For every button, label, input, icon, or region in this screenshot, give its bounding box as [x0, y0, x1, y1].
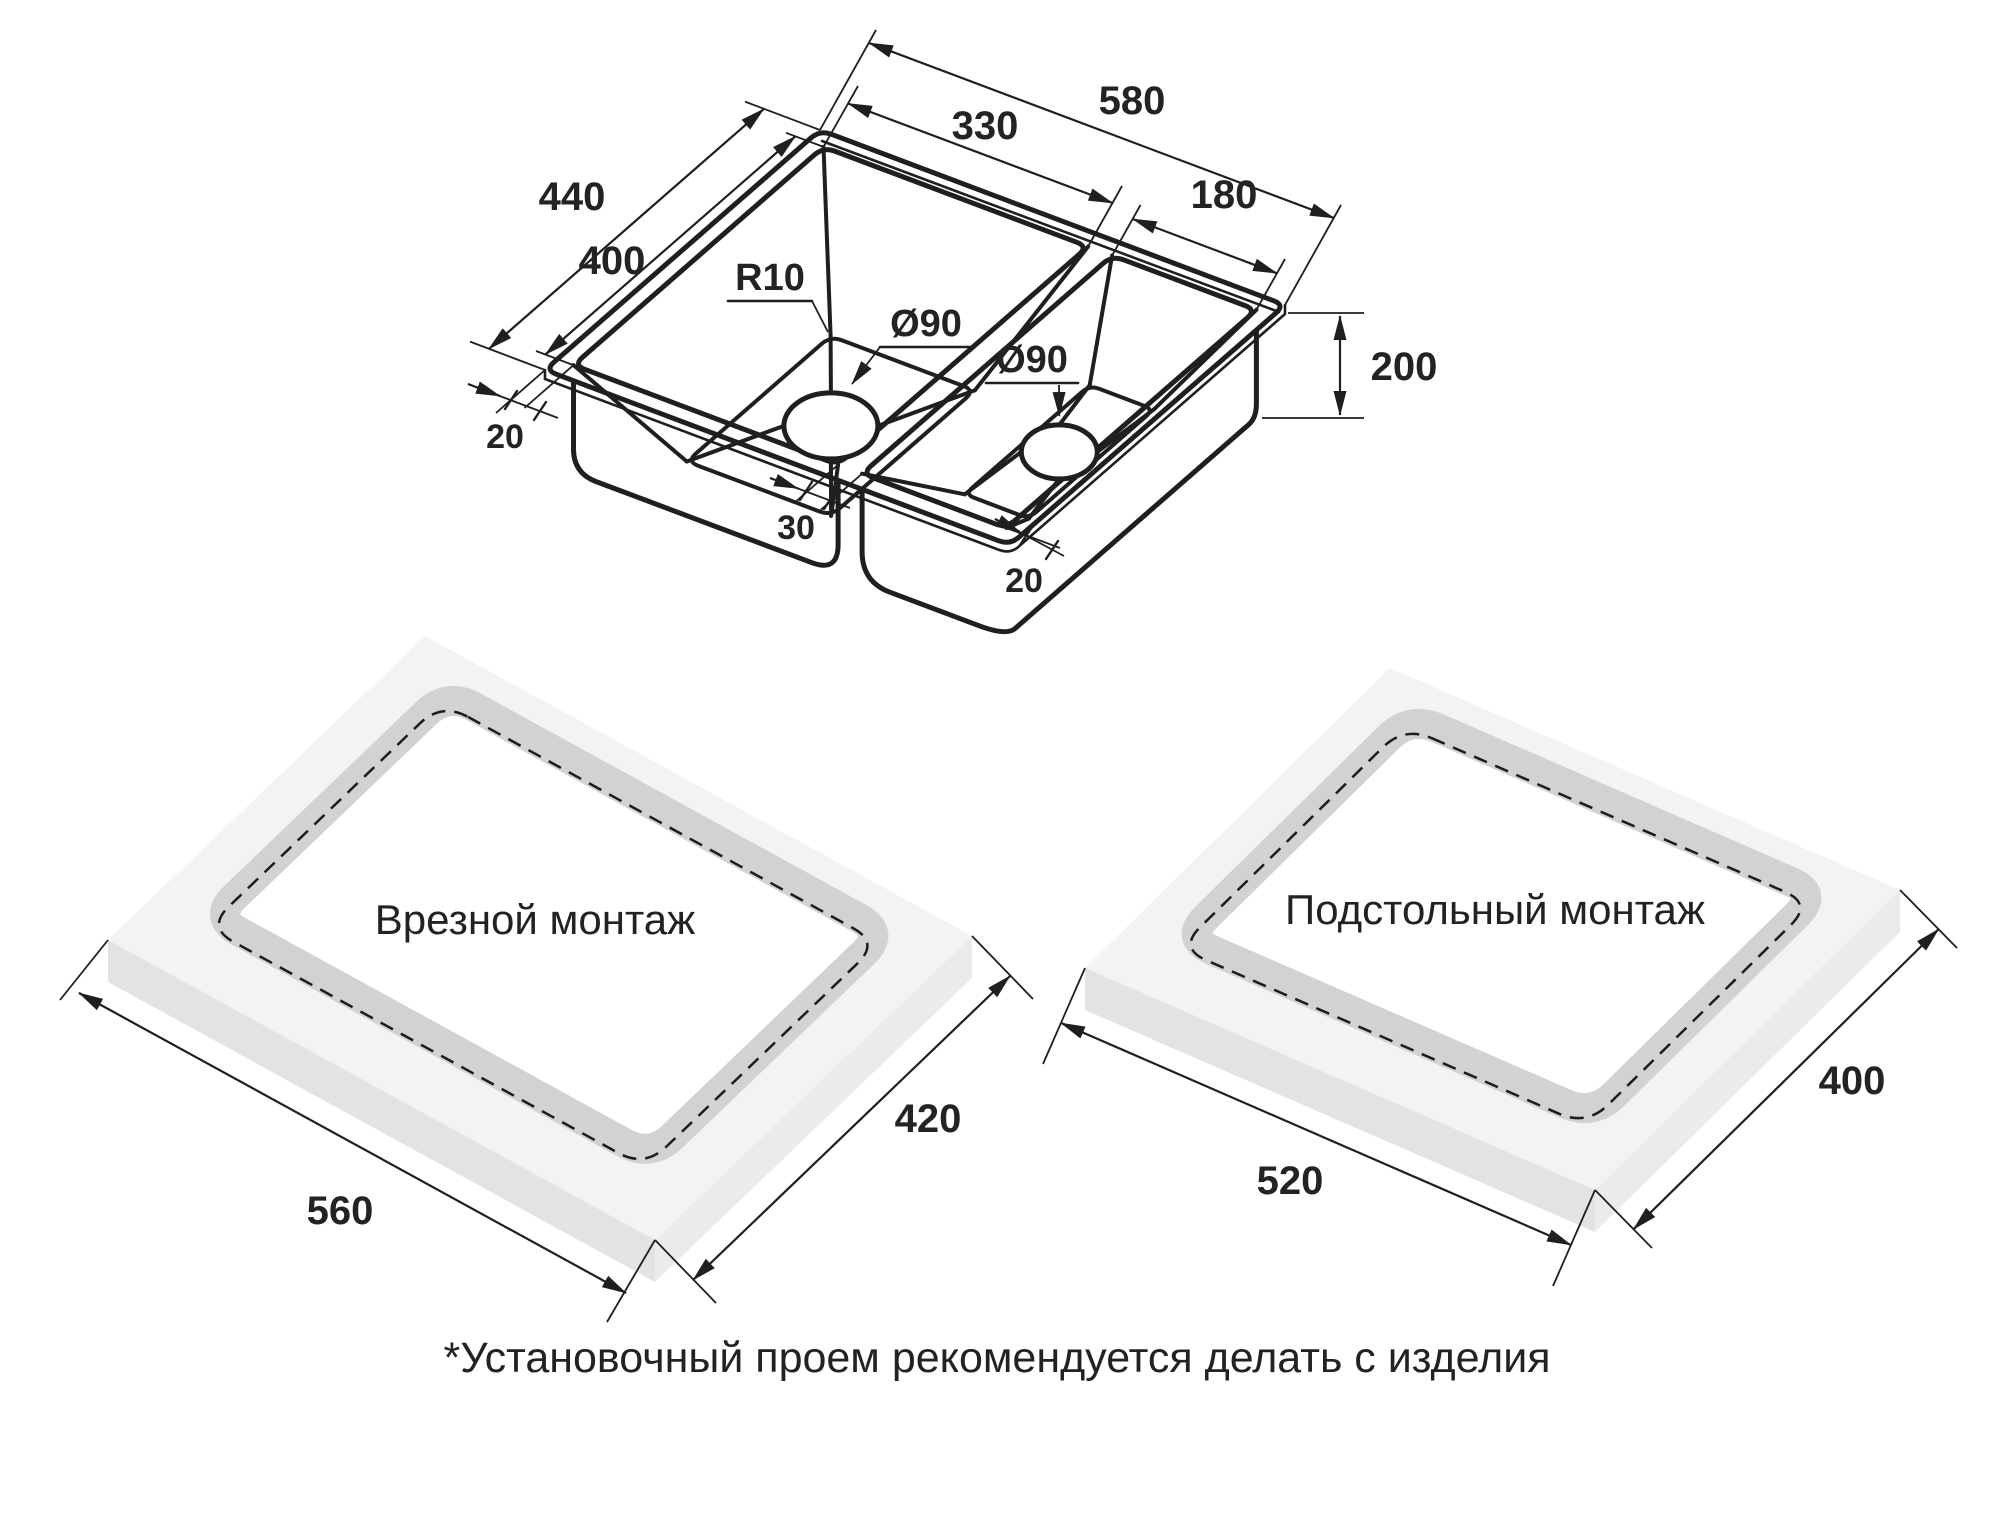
sink-dimensions: 580 330 180 440 400 200 20 — [467, 29, 1438, 600]
right-drain-hole — [1018, 422, 1100, 482]
left-drain-hole — [781, 390, 881, 462]
dim-20-front: 20 — [1005, 562, 1043, 600]
dim-30-divider: 30 — [777, 509, 815, 547]
rim-edge-band — [543, 303, 1287, 553]
dim-180: 180 — [1191, 173, 1258, 217]
callout-drain-right: Ø90 — [996, 339, 1068, 381]
dim-330: 330 — [952, 104, 1019, 148]
cutout-outline-dashed — [217, 709, 869, 1161]
ext-line — [1594, 1189, 1653, 1249]
ext-line — [654, 1239, 717, 1304]
callout-corner-radius: R10 — [735, 257, 805, 299]
inset-mount-label: Врезной монтаж — [375, 896, 695, 943]
dim-580: 580 — [1099, 79, 1166, 123]
right-bowl-interior — [860, 253, 1259, 530]
ext-line — [59, 939, 109, 1001]
ext-line — [1552, 1189, 1596, 1287]
undermount-label: Подстольный монтаж — [1285, 886, 1705, 933]
dim-line-400 — [544, 135, 797, 356]
dim-line-560 — [78, 992, 627, 1294]
right-bowl-body — [859, 315, 1259, 635]
dim-400: 400 — [579, 239, 646, 283]
dim-line-420 — [692, 975, 1011, 1281]
ext-line — [606, 1239, 656, 1323]
sink-isometric-view — [543, 130, 1287, 635]
dim-400-mount: 400 — [1819, 1059, 1886, 1103]
inset-mount-diagram: Врезной монтаж 560 420 — [59, 636, 1034, 1323]
undermount-diagram: Подстольный монтаж 520 400 — [1042, 668, 1958, 1287]
ext-line — [1042, 967, 1086, 1065]
ext-line — [971, 935, 1034, 1000]
dim-520: 520 — [1257, 1159, 1324, 1203]
callout-drain-left: Ø90 — [890, 303, 962, 345]
left-bowl-interior — [571, 144, 1091, 518]
dim-420: 420 — [895, 1097, 962, 1141]
dim-440: 440 — [539, 175, 606, 219]
dim-line-180 — [1131, 217, 1278, 275]
dim-line-520 — [1060, 1021, 1572, 1247]
dim-line-400 — [1632, 928, 1940, 1230]
ext-line — [1899, 889, 1958, 949]
dim-20-left: 20 — [486, 418, 524, 456]
installation-note: *Установочный проем рекомендуется делать… — [443, 1334, 1550, 1382]
dim-200: 200 — [1371, 345, 1438, 389]
dim-560: 560 — [307, 1189, 374, 1233]
dim-line-330 — [847, 102, 1114, 205]
